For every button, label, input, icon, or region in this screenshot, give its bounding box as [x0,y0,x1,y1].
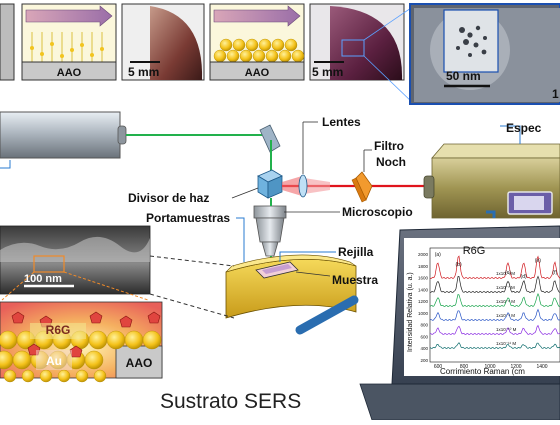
spectrum-peak-label: (a) [435,252,441,258]
panel-cut-left [0,3,15,81]
scale-label-1: 5 mm [128,65,159,79]
spectrum-xtick: 600 [434,364,443,370]
spectrum-xtick: 1000 [484,364,495,370]
spectrum-trace [429,293,560,308]
process-arrow-2 [213,5,301,27]
aao-label-2: AAO [245,67,270,79]
label-microscopio: Microscopio [342,205,413,219]
spectrum-trace [429,255,560,280]
caption-sustrato: Sustrato SERS [160,390,301,413]
spectrum-ytick: 1400 [418,287,429,292]
label-r6g: R6G [46,323,71,337]
spectrum-xtick: 1400 [536,364,547,370]
spectrum-peak-label: (c) [505,270,511,276]
label-au: Au [46,354,62,368]
scale-label-2: 5 mm [312,65,343,79]
panel-photo-1: 5 mm [121,3,205,81]
spectrum-conc-label: 1x10⁻⁸ M [496,299,515,304]
label-rejilla: Rejilla [338,245,374,259]
panel-aao-spheres: AAO [209,3,305,81]
process-arrow [25,5,113,27]
top-row-panels: AAO 5 mm AAO 5 [0,3,560,105]
spectrum-conc-label: 1x10⁻¹⁰ M [496,327,517,332]
notch-filter [351,171,373,203]
spectrum-trace [429,275,560,294]
spectrum-xtick: 800 [460,364,469,370]
spectrum-ytick: 800 [420,323,428,328]
spectrum-peak-label: (e) [535,258,541,264]
aao-substrate [21,61,117,81]
spectrometer [423,143,560,219]
zoom-box [341,39,365,57]
beam-splitter [257,169,283,199]
label-espectrometro: Espec [506,121,542,135]
label-divisor: Divisor de haz [128,191,209,205]
spectrum-ytick: 400 [420,346,428,351]
panel-tem: 50 nm 1 [409,3,560,105]
panel-photo-2: 5 mm [309,3,405,81]
mirror [259,124,281,153]
spectrum-conc-label: 1x10⁻⁹ M [496,313,515,318]
computer: R6G Intensidad Relativa (u. a.) Corrimie… [295,210,560,421]
tem-scale-label: 50 nm [446,69,481,83]
spectrum-xlabel: Corrimiento Raman (cm [440,367,525,376]
spectrum-trace [429,308,560,322]
label-portamuestras: Portamuestras [146,211,230,225]
sem-image: 100 nm [0,225,151,295]
raman-setup: Lentes Filtro Noch Espec Divisor de haz … [0,111,560,319]
spectrum-conc-label: 1x10⁻⁶ M [496,271,515,276]
zoom-line-1 [363,5,415,41]
keyboard [359,383,560,421]
raman-spectrum: R6G Intensidad Relativa (u. a.) Corrimie… [407,245,560,376]
spectrum-xtick: 1200 [510,364,521,370]
spectrum-trace [429,324,560,336]
tem-cut-digit: 1 [552,87,559,101]
label-muestra: Muestra [332,273,378,287]
spectrum-ytick: 1600 [418,276,429,281]
sem-scale-label: 100 nm [24,273,62,285]
spectrum-peak-label: (f) [552,270,557,276]
label-aao-substrate: AAO [126,356,153,370]
laser-source [0,111,127,169]
spectrum-title: R6G [463,245,486,257]
spectrum-ytick: 1200 [418,299,429,304]
dashed-connector-1 [149,255,235,267]
spectrum-frame [429,247,560,363]
lens [298,174,308,198]
spectrum-conc-label: 1x10⁻¹¹ M [496,341,516,346]
spectrum-ytick: 1800 [418,264,429,269]
spectrum-trace [429,342,560,350]
spectrum-ytick: 1000 [418,311,429,316]
sem-zoom-box [33,255,65,273]
aao-label-1: AAO [57,67,82,79]
label-noch: Noch [376,155,406,169]
sers-substrate: R6G Au AAO [0,301,163,383]
spectrum-ytick: 200 [420,358,428,363]
tem-inset [443,9,499,73]
panel-aao-deposition: AAO [21,3,117,81]
spectrum-conc-label: 1x10⁻⁷ M [496,285,515,290]
spectrum-ytick: 600 [420,334,428,339]
spectrum-peak-label: (d) [521,274,527,280]
label-filtro: Filtro [374,139,404,153]
sample-holder [225,254,357,319]
cable-arm [295,295,359,335]
dashed-connector-2 [149,293,235,319]
spectrum-ylabel: Intensidad Relativa (u. a.) [407,272,414,352]
spectrum-ytick: 2000 [418,252,429,257]
label-lentes: Lentes [322,115,361,129]
zoom-line-2 [363,55,415,105]
microscope-objective [253,205,287,257]
spectrum-peak-label: (b) [456,262,462,268]
